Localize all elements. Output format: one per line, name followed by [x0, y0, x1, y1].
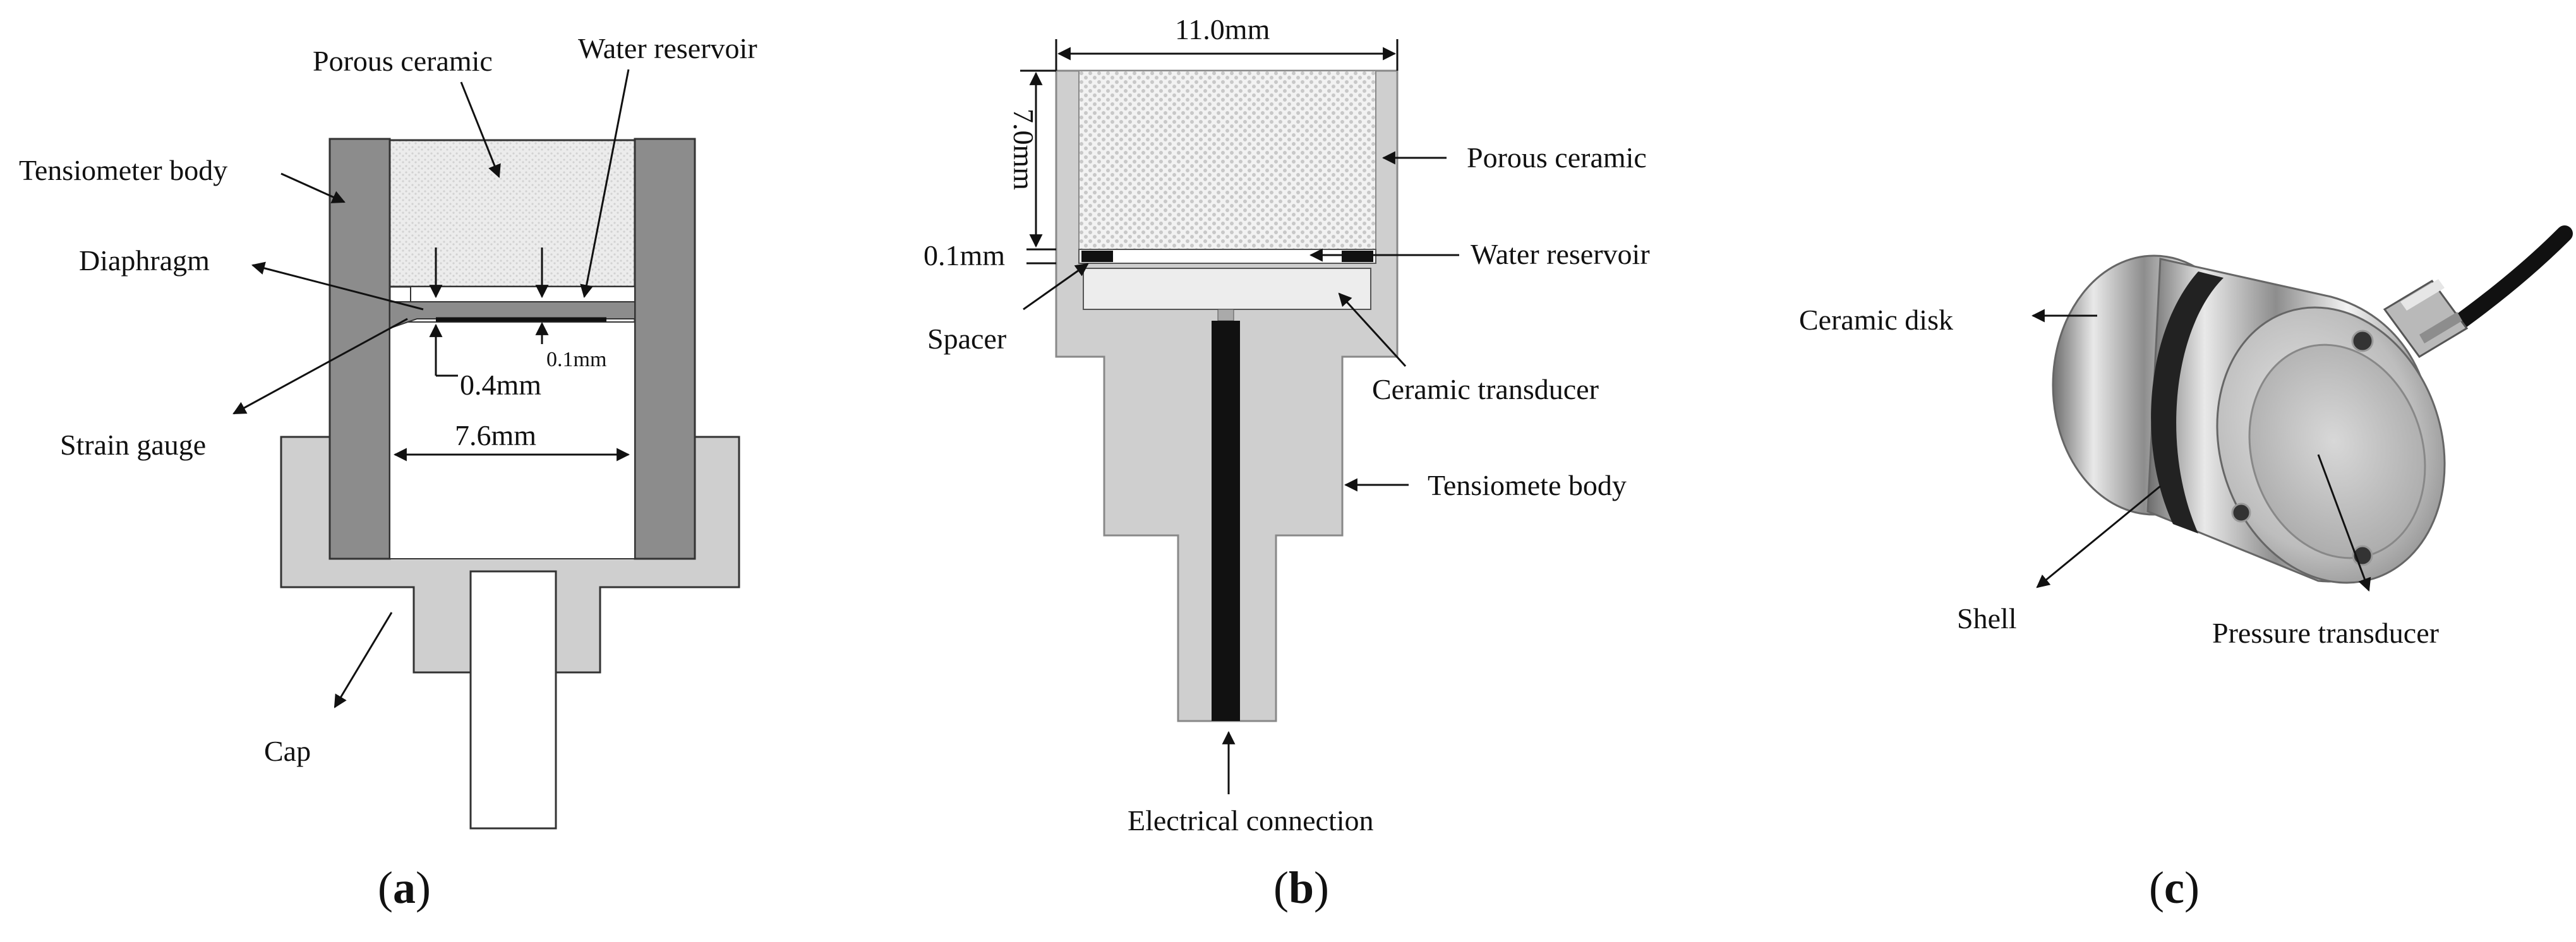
arrow-diaphragm — [251, 261, 424, 311]
cable — [2443, 225, 2573, 337]
lower-cavity — [389, 321, 635, 559]
arrow-pressure-transducer — [2317, 454, 2371, 592]
transducer-pin — [1217, 309, 1234, 321]
dim-7.0-label: 7.0mm — [1008, 109, 1040, 190]
tensiometer-body-right-wall — [634, 138, 696, 560]
label-porous-ceramic-a: Porous ceramic — [313, 45, 493, 77]
label-spacer: Spacer — [927, 323, 1006, 355]
screw-left — [2231, 503, 2251, 523]
water-reservoir-a — [410, 286, 635, 302]
electrical-connection-cable — [1212, 321, 1240, 721]
arrow-spacer — [1023, 263, 1089, 311]
label-water-reservoir-a: Water reservoir — [578, 32, 757, 64]
label-ceramic-disk: Ceramic disk — [1799, 304, 1953, 336]
panel-a: Porous ceramic Water reservoir Tensiomet… — [19, 32, 757, 913]
cable-gland — [2383, 279, 2469, 358]
screw-top — [2351, 330, 2374, 352]
label-tensiomete-body: Tensiomete body — [1428, 469, 1627, 501]
dim-0.1-label-b: 0.1mm — [924, 239, 1005, 271]
panel-b: 11.0mm 7.0mm 0.1mm Porous ceramic Water … — [924, 13, 1650, 913]
porous-ceramic-b — [1078, 70, 1376, 250]
caption-a: (a) — [378, 862, 431, 913]
porous-ceramic-a — [388, 139, 636, 288]
label-tensiometer-body: Tensiometer body — [19, 154, 227, 186]
label-shell: Shell — [1957, 602, 2017, 635]
label-cap: Cap — [264, 735, 311, 767]
shell-groove — [2151, 271, 2224, 534]
caption-b: (b) — [1273, 862, 1329, 913]
arrow-shell — [2036, 485, 2161, 588]
label-strain-gauge: Strain gauge — [60, 429, 206, 461]
dim-0.1-label-a: 0.1mm — [546, 348, 606, 371]
stem — [469, 570, 557, 830]
label-ceramic-transducer: Ceramic transducer — [1372, 373, 1599, 405]
caption-c: (c) — [2149, 862, 2200, 913]
tensiometer-body-left-wall — [328, 138, 391, 560]
arrow-tensiometer-body — [280, 172, 346, 203]
panel-c: Ceramic disk Shell Pressure transducer (… — [1799, 225, 2573, 913]
spacer-right — [1342, 251, 1373, 262]
ceramic-transducer — [1083, 268, 1371, 310]
arrow-strain-gauge — [232, 318, 408, 415]
label-electrical-connection: Electrical connection — [1128, 804, 1374, 837]
arrow-porous-ceramic — [460, 81, 501, 178]
dim-7.6-label: 7.6mm — [455, 419, 536, 451]
arrow-water-reservoir — [580, 69, 630, 299]
spacer-left — [1081, 251, 1113, 262]
dim-0.4-label: 0.4mm — [460, 369, 541, 401]
dim-11.0-label: 11.0mm — [1175, 13, 1270, 45]
label-porous-ceramic-b: Porous ceramic — [1467, 141, 1647, 174]
water-reservoir-b — [1078, 249, 1376, 264]
label-water-reservoir-b: Water reservoir — [1471, 238, 1650, 270]
label-pressure-transducer: Pressure transducer — [2212, 617, 2439, 649]
label-diaphragm: Diaphragm — [79, 244, 210, 277]
arrow-cap — [334, 612, 393, 708]
arrow-ceramic-transducer — [1338, 292, 1407, 367]
